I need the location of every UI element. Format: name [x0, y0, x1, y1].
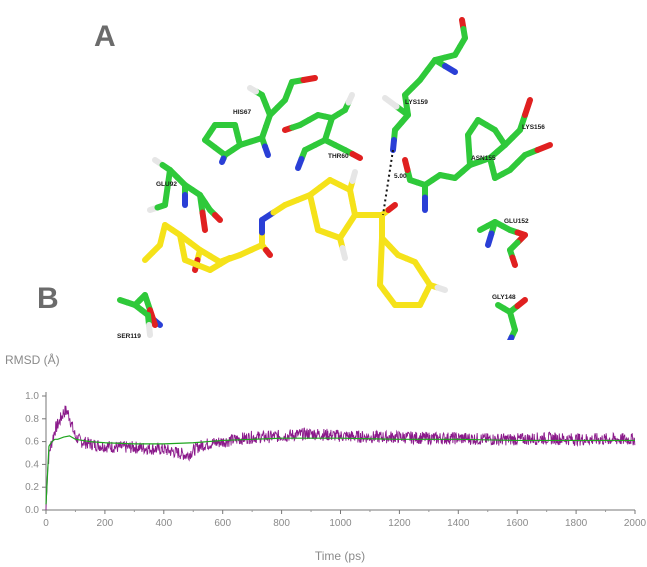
bond [262, 143, 271, 158]
residue-label-glu92: GLU92 [156, 181, 177, 188]
y-tick-label: 0.8 [25, 414, 39, 425]
bond [339, 245, 348, 261]
x-tick-label: 1600 [506, 518, 529, 529]
bond [295, 156, 305, 171]
residue-label-his67: HIS67 [233, 109, 251, 116]
molecular-structure: 5.00 HIS67 THR60 LYS159 LYS156 ASN155 GL… [117, 17, 553, 340]
residue-label-thr60: THR60 [328, 153, 349, 160]
x-tick-label: 1000 [329, 518, 352, 529]
bond [300, 75, 318, 83]
bond [217, 257, 228, 265]
bond [349, 151, 363, 161]
y-tick-label: 0.6 [25, 437, 39, 448]
bond [509, 254, 518, 268]
x-tick-label: 200 [97, 518, 114, 529]
bond [199, 209, 208, 233]
y-tick-label: 1.0 [25, 391, 39, 402]
bond [507, 334, 515, 340]
series-layer [45, 405, 636, 511]
x-tick-label: 600 [214, 518, 231, 529]
bond [434, 284, 448, 293]
x-tick-label: 2000 [624, 518, 647, 529]
y-axis-title: RMSD (Å) [5, 352, 60, 367]
bond [164, 167, 173, 191]
residue-label-ser119: SER119 [117, 333, 141, 340]
bond [147, 307, 158, 328]
bond [390, 137, 397, 153]
bond [263, 247, 273, 258]
residue-label-glu152: GLU152 [504, 218, 529, 225]
bond [202, 137, 218, 151]
bond-layer [117, 17, 553, 340]
residue-label-gly148: GLY148 [492, 294, 516, 301]
distance-label: 5.00 [394, 173, 407, 180]
axis-layer: 0.0 0.2 0.4 0.6 0.8 1.0 0 200 400 600 800 1000 1200 1… [25, 391, 646, 529]
x-tick-label: 400 [155, 518, 172, 529]
bond [247, 85, 259, 95]
y-tick-label: 0.2 [25, 482, 39, 493]
bond [212, 212, 223, 223]
x-tick-label: 800 [273, 518, 290, 529]
x-tick-label: 1200 [388, 518, 411, 529]
bond [382, 95, 400, 110]
bond [485, 230, 495, 248]
panel-label-b: B [37, 282, 59, 315]
bond [307, 192, 317, 216]
x-tick-label: 0 [43, 518, 49, 529]
x-tick-label: 1800 [565, 518, 588, 529]
x-tick-label: 1400 [447, 518, 470, 529]
bond [442, 63, 458, 75]
bond [378, 235, 385, 265]
bond [514, 297, 528, 309]
x-axis-title: Time (ps) [315, 549, 365, 563]
bond [377, 258, 384, 288]
bond [497, 134, 508, 148]
bond [385, 202, 398, 213]
residue-label-asn155: ASN155 [471, 155, 496, 162]
bond [522, 97, 533, 118]
y-tick-label: 0.4 [25, 459, 39, 470]
rmsd-average-line [45, 435, 635, 505]
bond [534, 142, 553, 153]
bond [219, 155, 227, 165]
rmsd-series-trace [45, 405, 636, 511]
bond [349, 169, 358, 184]
bond [146, 322, 153, 338]
hbond-dashed-line [382, 149, 394, 216]
y-tick-label: 0.0 [25, 505, 39, 516]
bond [345, 92, 355, 106]
residue-label-lys156: LYS156 [522, 124, 545, 131]
rmsd-chart: RMSD (Å) 0.0 0.2 0.4 0.6 0.8 1.0 0 200 400 600 800… [5, 352, 647, 563]
residue-label-lys159: LYS159 [405, 99, 428, 106]
bond [402, 157, 411, 173]
panel-label-a: A [94, 20, 116, 53]
